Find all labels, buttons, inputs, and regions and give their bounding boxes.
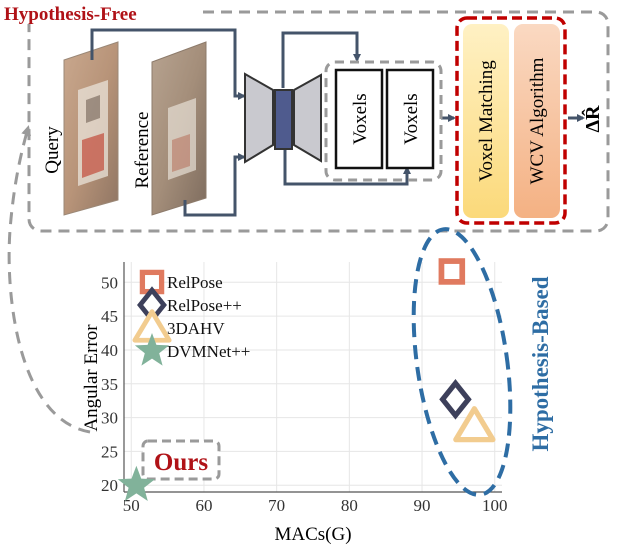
data-points (117, 258, 496, 501)
voxel-arrows (281, 31, 585, 186)
pipeline-title: Hypothesis-Free (4, 4, 137, 25)
x-tick-label: 60 (195, 496, 212, 515)
y-tick-labels: 20 25 30 35 40 45 50 (101, 273, 118, 495)
y-tick-label: 35 (101, 375, 118, 394)
reference-label: Reference (132, 112, 153, 189)
voxel-label-query: Voxels (350, 93, 371, 144)
legend-marker (134, 333, 170, 366)
connector-arc (7, 125, 91, 434)
y-tick-label: 45 (101, 307, 118, 326)
query-image (63, 41, 119, 216)
y-tick-label: 20 (101, 476, 118, 495)
legend-label: DVMNet++ (167, 342, 250, 361)
voxel-matching-label: Voxel Matching (476, 60, 497, 182)
pipeline-dashed-frame (27, 10, 610, 233)
voxel-box-query (334, 68, 384, 170)
pipeline-diagram: Hypothesis-Free Query Reference (2, 2, 610, 434)
chart-axes (123, 262, 502, 493)
output-rotation: ΔR̂ (580, 105, 604, 133)
decoder (293, 73, 322, 163)
y-tick-label: 25 (101, 442, 118, 461)
voxels-group-frame (324, 60, 443, 182)
y-tick-label: 30 (101, 409, 118, 428)
x-tick-labels: 50 60 70 80 90 100 (123, 496, 508, 515)
x-tick-label: 70 (268, 496, 285, 515)
legend-label: RelPose (167, 273, 223, 292)
x-tick-label: 100 (482, 496, 508, 515)
encoder (244, 72, 274, 164)
wcv-algorithm-block (514, 24, 560, 218)
data-point-relposepp (439, 379, 472, 420)
voxel-label-reference: Voxels (401, 93, 422, 144)
x-axis-label: MACs(G) (274, 524, 351, 545)
x-tick-label: 90 (414, 496, 431, 515)
ours-label: Ours (154, 449, 208, 476)
gridlines (124, 262, 502, 492)
hypothesis-based-ellipse (411, 227, 513, 497)
ours-frame (141, 439, 221, 481)
reference-image (151, 41, 207, 216)
wcv-algorithm-label: WCV Algorithm (527, 57, 548, 184)
data-point-3dahv (453, 406, 496, 443)
y-axis-label: Angular Error (81, 324, 102, 432)
x-tick-label: 50 (123, 496, 140, 515)
matching-modules-frame (455, 16, 567, 225)
query-label: Query (42, 126, 63, 174)
x-tick-label: 80 (341, 496, 358, 515)
scatter-chart: 50 60 70 80 90 100 20 25 30 35 40 45 50 MACs(G) Ang… (81, 227, 553, 545)
data-point-dvmnetpp (117, 465, 155, 501)
hypothesis-based-label: Hypothesis-Based (528, 276, 553, 451)
legend-label: 3DAHV (167, 319, 225, 338)
data-point-relpose (438, 258, 466, 285)
legend-label: RelPose++ (167, 296, 242, 315)
voxel-matching-block (463, 24, 509, 218)
input-arrows (90, 28, 246, 217)
y-tick-label: 50 (101, 273, 118, 292)
y-tick-label: 40 (101, 341, 118, 360)
bottleneck (274, 89, 293, 150)
voxel-box-reference (385, 68, 435, 170)
